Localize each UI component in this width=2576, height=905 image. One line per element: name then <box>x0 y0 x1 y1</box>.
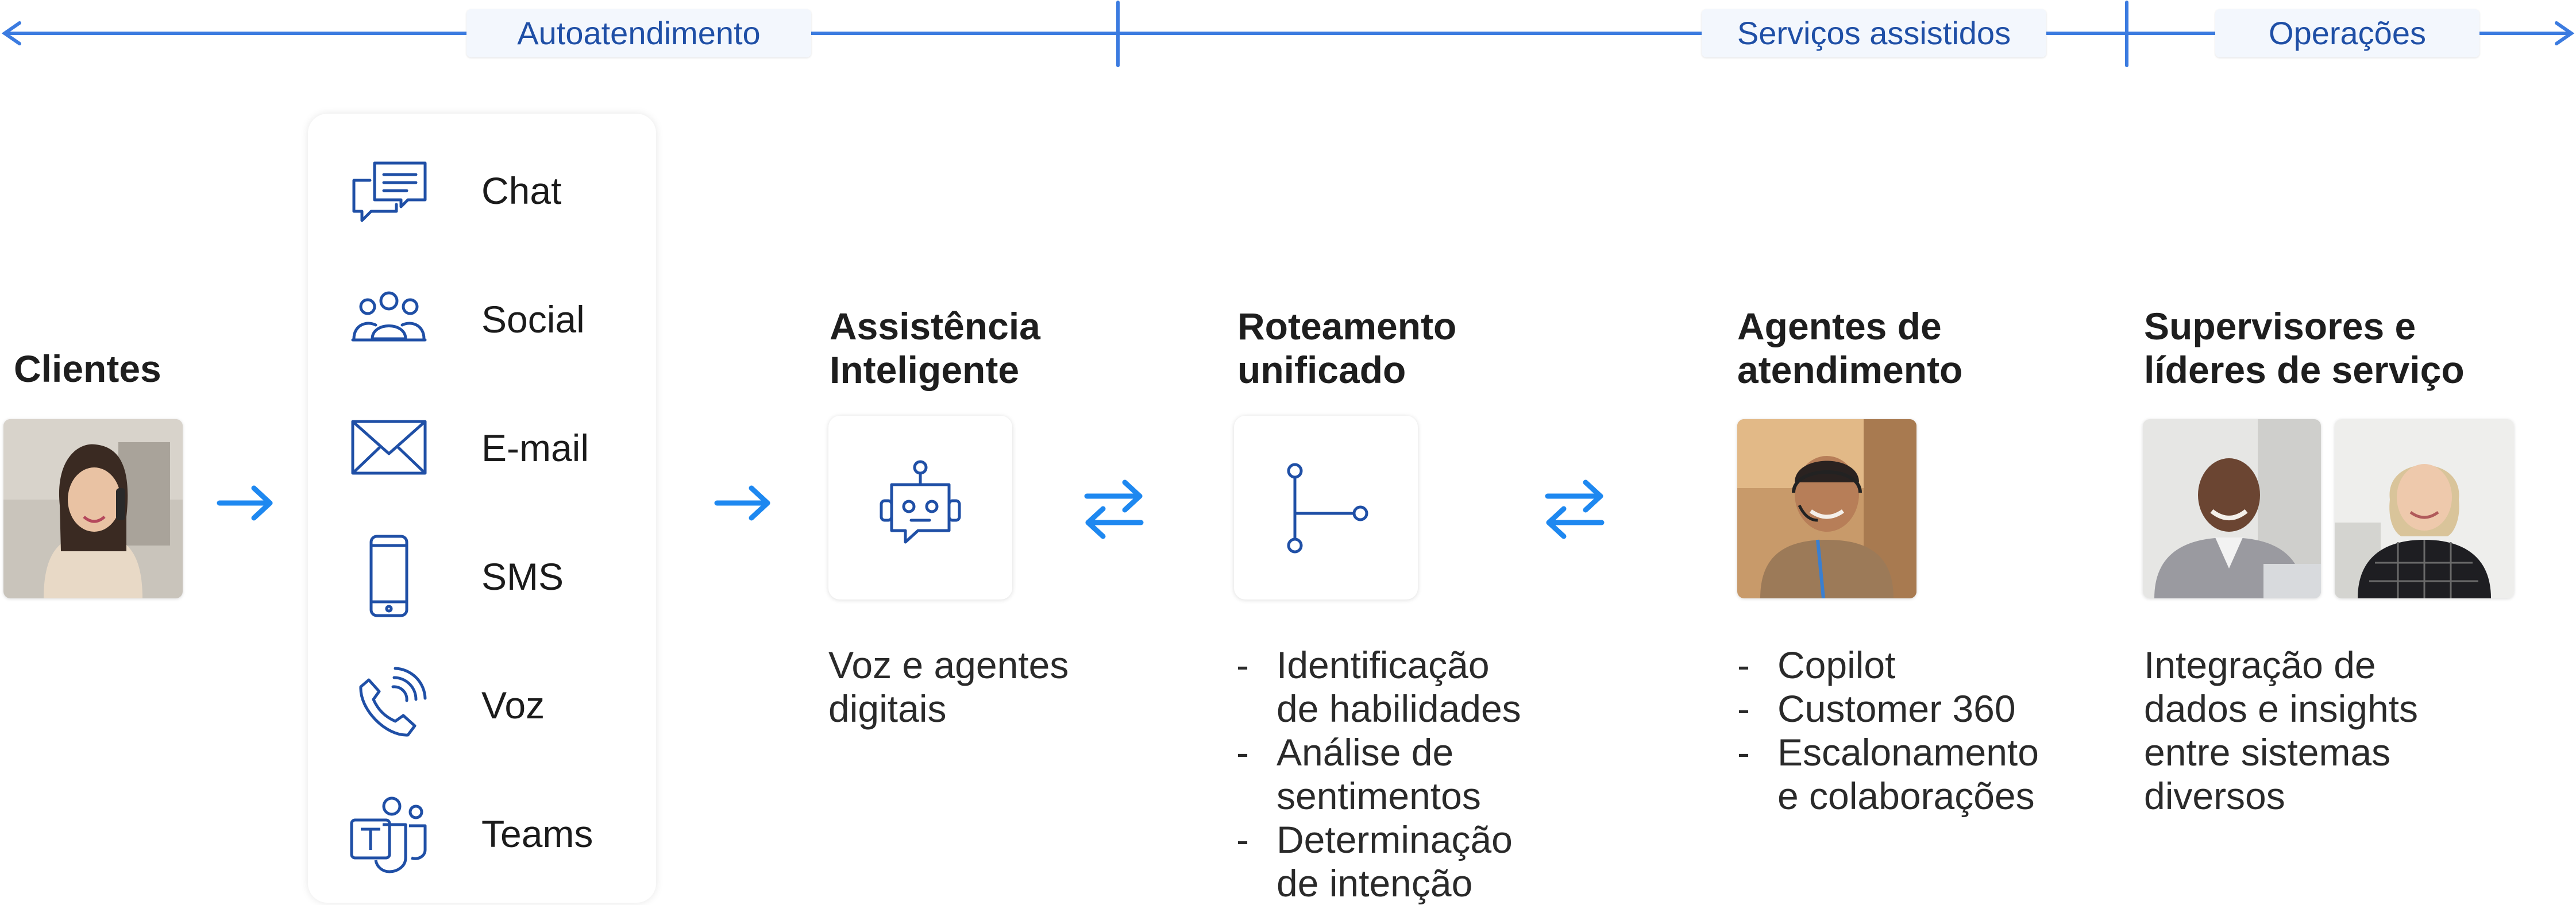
arrow-right-icon <box>217 485 273 521</box>
swap-arrows-icon <box>1545 479 1605 539</box>
customer-photo <box>3 419 183 598</box>
list-item: - Copilot <box>1737 644 1896 686</box>
roteamento-title: Roteamento unificado <box>1237 305 1457 391</box>
chat-icon <box>352 161 427 222</box>
timeline: Autoatendimento Serviços assistidos Oper… <box>0 0 2576 69</box>
social-icon <box>351 291 427 342</box>
timeline-arrow-right <box>2555 21 2575 45</box>
agentes-list: - Copilot - Customer 360 - Escalonamento… <box>1737 643 2039 818</box>
agentes-title: Agentes de atendimento <box>1737 305 1963 391</box>
teams-icon <box>350 796 427 873</box>
email-icon <box>351 420 427 475</box>
channel-teams: Teams <box>308 790 656 876</box>
channel-label: Social <box>481 298 585 341</box>
supervisores-title: Supervisores e líderes de serviço <box>2144 305 2465 391</box>
channel-label: Teams <box>481 813 593 855</box>
timeline-label-autoatendimento: Autoatendimento <box>466 9 811 57</box>
leader-photo <box>2335 419 2514 598</box>
channel-email: E-mail <box>308 404 656 490</box>
channels-panel: Chat Social E-mail <box>308 114 656 903</box>
channel-chat: Chat <box>308 147 656 233</box>
routing-card <box>1234 416 1418 600</box>
channel-label: E-mail <box>481 427 589 469</box>
list-item: - Customer 360 <box>1737 687 2016 730</box>
channel-social: Social <box>308 276 656 362</box>
channel-sms: SMS <box>308 533 656 619</box>
robot-icon <box>880 460 961 544</box>
arrow-right-icon <box>714 485 770 521</box>
supervisor-photo <box>2143 419 2321 598</box>
timeline-arrow-left <box>1 21 21 45</box>
channel-label: Voz <box>481 684 545 726</box>
clientes-title: Clientes <box>14 347 161 390</box>
sms-icon <box>369 535 408 617</box>
agent-photo <box>1737 419 1916 598</box>
assistencia-title: Assistência Inteligente <box>830 305 1040 391</box>
timeline-label-operacoes: Operações <box>2215 9 2479 57</box>
swap-arrows-icon <box>1084 479 1144 539</box>
channel-voz: Voz <box>308 662 656 748</box>
channel-label: SMS <box>481 555 564 598</box>
routing-icon <box>1287 463 1368 554</box>
channel-label: Chat <box>481 169 562 212</box>
timeline-arrows <box>1 1 2575 67</box>
voice-icon <box>359 667 427 737</box>
supervisores-description: Integração de dados e insights entre sis… <box>2144 644 2418 817</box>
timeline-label-servicos-assistidos: Serviços assistidos <box>1702 9 2046 57</box>
assistencia-description: Voz e agentes digitais <box>828 644 1069 730</box>
robot-card <box>828 416 1012 600</box>
